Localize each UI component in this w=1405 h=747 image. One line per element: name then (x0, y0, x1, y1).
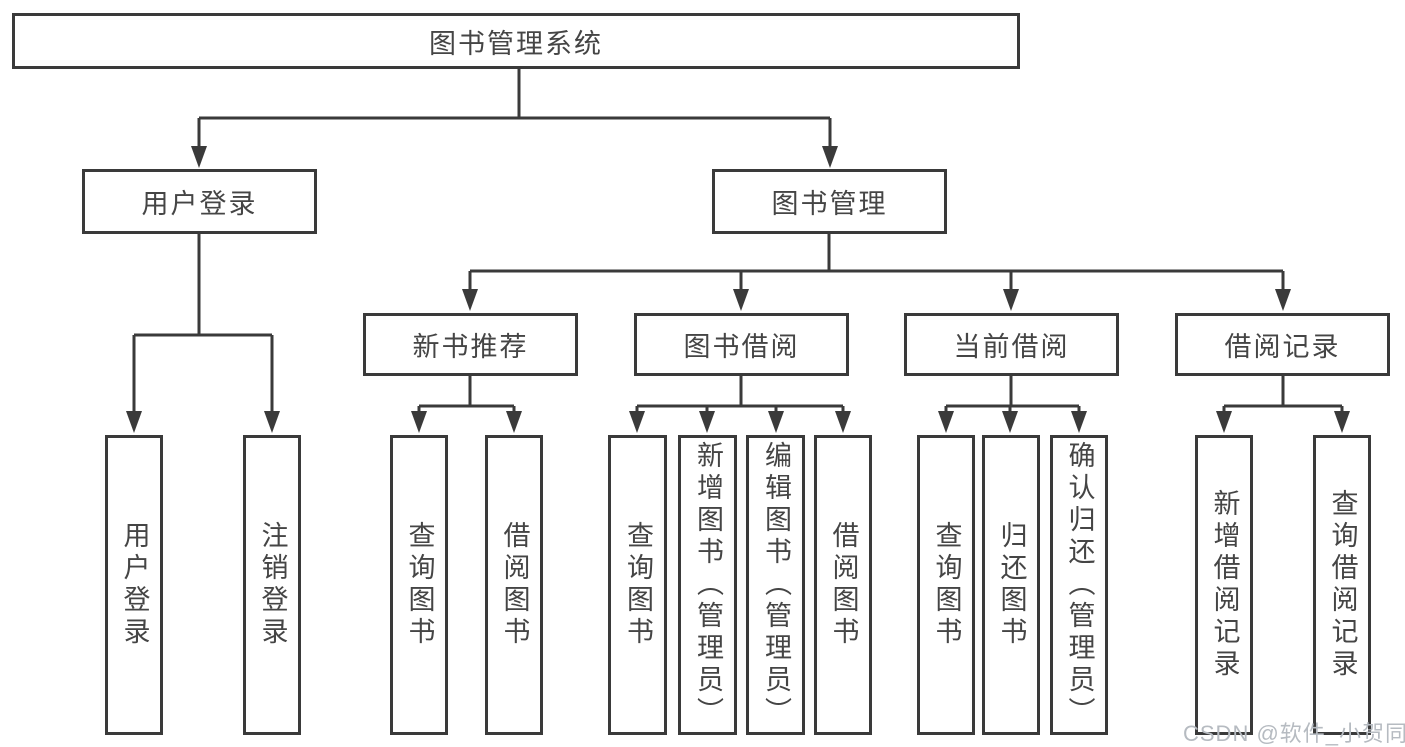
leaf-return-books: 归还图书 (982, 435, 1040, 735)
leaf-query-books-3: 查询图书 (917, 435, 975, 735)
leaf-add-borrow-record: 新增借阅记录 (1195, 435, 1253, 735)
leaf-borrow-books-2-label: 借阅图书 (828, 521, 859, 649)
node-root-label: 图书管理系统 (429, 28, 603, 59)
leaf-query-books-3-label: 查询图书 (931, 521, 962, 649)
leaf-logout-label: 注销登录 (257, 521, 288, 649)
leaf-logout: 注销登录 (243, 435, 301, 735)
connector-new-book-children (417, 376, 516, 413)
connector-book-borrow-children (635, 376, 845, 413)
leaf-borrow-books-1: 借阅图书 (485, 435, 543, 735)
connector-root-to-level2 (197, 69, 832, 148)
leaf-user-login: 用户登录 (105, 435, 163, 735)
node-book-management: 图书管理 (712, 169, 947, 234)
leaf-borrow-books-2: 借阅图书 (814, 435, 872, 735)
node-current-borrow-label: 当前借阅 (953, 332, 1070, 362)
node-borrow-records-label: 借阅记录 (1224, 332, 1341, 362)
leaf-user-login-label: 用户登录 (119, 521, 150, 649)
node-root-system: 图书管理系统 (12, 13, 1020, 69)
node-new-book-recommend: 新书推荐 (363, 313, 578, 376)
leaf-query-books-2-label: 查询图书 (623, 521, 653, 649)
leaf-add-borrow-record-label: 新增借阅记录 (1209, 489, 1240, 681)
connector-book-mgmt-children (468, 234, 1285, 291)
connector-current-borrow-children (944, 376, 1081, 413)
node-new-book-recommend-label: 新书推荐 (412, 332, 529, 362)
leaf-edit-books-admin: 编辑图书（管理员） (746, 435, 805, 735)
csdn-watermark: CSDN @软件_小贺同学 (1183, 721, 1405, 746)
node-user-login-branch: 用户登录 (82, 169, 317, 234)
node-book-borrow: 图书借阅 (634, 313, 849, 376)
leaf-confirm-return-admin: 确认归还（管理员） (1050, 435, 1108, 735)
leaf-query-borrow-record: 查询借阅记录 (1313, 435, 1371, 735)
connector-user-login-children (132, 234, 274, 413)
connector-borrow-records-children (1222, 376, 1344, 413)
leaf-borrow-books-1-label: 借阅图书 (499, 521, 530, 649)
arrowheads (126, 146, 1350, 433)
leaf-query-borrow-record-label: 查询借阅记录 (1327, 489, 1358, 681)
leaf-add-books-admin-label: 新增图书（管理员） (693, 441, 723, 729)
node-user-login-branch-label: 用户登录 (141, 189, 258, 219)
leaf-edit-books-admin-label: 编辑图书（管理员） (761, 441, 791, 729)
leaf-add-books-admin: 新增图书（管理员） (678, 435, 737, 735)
node-book-borrow-label: 图书借阅 (683, 332, 800, 362)
leaf-query-books-1: 查询图书 (390, 435, 448, 735)
leaf-query-books-2: 查询图书 (608, 435, 667, 735)
leaf-query-books-1-label: 查询图书 (404, 521, 435, 649)
node-current-borrow: 当前借阅 (904, 313, 1119, 376)
leaf-return-books-label: 归还图书 (996, 521, 1027, 649)
node-borrow-records: 借阅记录 (1175, 313, 1390, 376)
node-book-management-label: 图书管理 (771, 189, 888, 219)
leaf-confirm-return-admin-label: 确认归还（管理员） (1064, 441, 1095, 729)
